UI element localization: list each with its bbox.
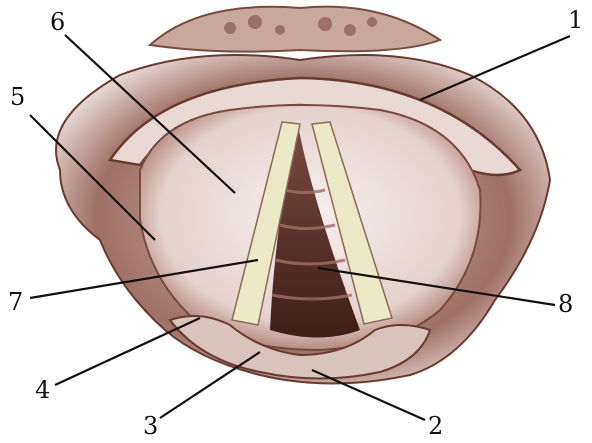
callout-label-7: 7 — [8, 290, 23, 314]
callout-label-6: 6 — [50, 10, 65, 34]
leader-line-4 — [55, 318, 200, 385]
callout-label-3: 3 — [143, 414, 158, 438]
tongue-base — [150, 7, 440, 52]
callout-label-1: 1 — [568, 8, 583, 32]
callout-label-4: 4 — [35, 378, 50, 402]
callout-label-8: 8 — [558, 292, 573, 316]
callout-label-2: 2 — [428, 414, 443, 438]
leader-line-3 — [160, 352, 260, 418]
callout-label-5: 5 — [10, 85, 25, 109]
